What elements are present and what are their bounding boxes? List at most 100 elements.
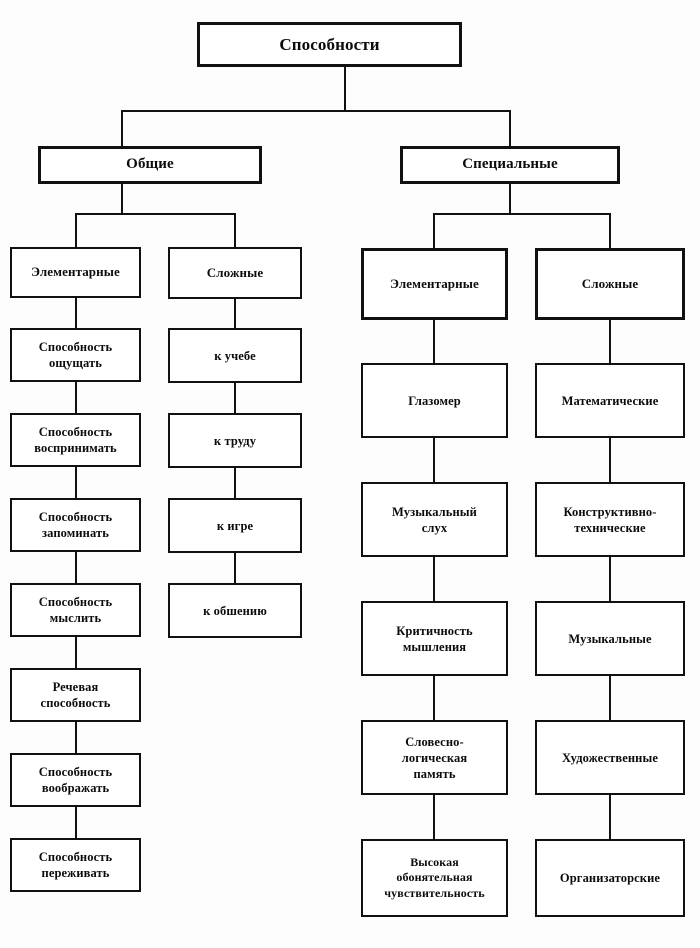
node-obshchie-elementarnye[interactable]: Элементарные (10, 247, 141, 298)
connector-to-obshchie (121, 110, 123, 148)
node-root-sposobnosti[interactable]: Способности (197, 22, 462, 67)
connector-specialnye-to-slozhnye (609, 213, 611, 248)
node-label: Способности (279, 34, 380, 54)
connector-col1-5 (75, 637, 77, 668)
connector-col3-1 (433, 319, 435, 363)
connector-root-stem (344, 66, 346, 111)
connector-obshchie-bus (75, 213, 236, 215)
connector-specialnye-bus (433, 213, 611, 215)
node-label: Специальные (462, 156, 558, 173)
node-col1-item-3[interactable]: Способность запоминать (10, 498, 141, 552)
node-specialnye-slozhnye[interactable]: Сложные (535, 248, 685, 320)
node-label-line1: Способность (38, 595, 113, 609)
node-label-line1: Способность (38, 510, 113, 524)
node-label-line2: способность (40, 696, 111, 710)
node-col4-item-5[interactable]: Организаторские (535, 839, 685, 917)
connector-col2-4 (234, 553, 236, 583)
node-label: Сложные (206, 264, 264, 280)
node-col2-item-2[interactable]: к труду (168, 413, 302, 468)
node-specialnye-elementarnye[interactable]: Элементарные (361, 248, 508, 320)
node-label-line2: логическая (401, 750, 468, 765)
node-label-line1: Способность (38, 765, 113, 779)
node-label: Элементарные (390, 275, 479, 291)
node-col1-item-7[interactable]: Способность переживать (10, 838, 141, 892)
node-label-line2: запоминать (42, 526, 109, 540)
node-label-line2: слух (421, 520, 448, 535)
node-label-line2: обонятельная (396, 870, 473, 885)
node-col1-item-1[interactable]: Способность ощущать (10, 328, 141, 382)
connector-col4-1 (609, 319, 611, 363)
node-col3-item-3[interactable]: Критичность мышления (361, 601, 508, 676)
node-label-line1: Критичность (396, 623, 473, 638)
node-obshchie-slozhnye[interactable]: Сложные (168, 247, 302, 299)
connector-col1-7 (75, 807, 77, 838)
node-col4-item-3[interactable]: Музыкальные (535, 601, 685, 676)
node-specialnye[interactable]: Специальные (400, 146, 620, 184)
connector-col4-3 (609, 557, 611, 601)
node-col1-item-2[interactable]: Способность воспринимать (10, 413, 141, 467)
connector-col1-6 (75, 722, 77, 753)
connector-col3-5 (433, 795, 435, 839)
node-label-line2: технические (574, 520, 646, 535)
connector-col4-5 (609, 795, 611, 839)
node-label-line1: Речевая (52, 680, 99, 694)
node-col4-item-2[interactable]: Конструктивно- технические (535, 482, 685, 557)
node-col4-item-4[interactable]: Художественные (535, 720, 685, 795)
node-label-line1: Глазомер (408, 393, 461, 408)
node-col2-item-1[interactable]: к учебе (168, 328, 302, 383)
connector-obshchie-to-slozhnye (234, 213, 236, 248)
node-label-line1: Музыкальный (392, 504, 477, 519)
node-label: к труду (213, 433, 257, 448)
connector-specialnye-to-elementarnye (433, 213, 435, 248)
node-label-line2: воспринимать (34, 441, 117, 455)
connector-obshchie-to-elementarnye (75, 213, 77, 248)
node-col3-item-1[interactable]: Глазомер (361, 363, 508, 438)
node-label-line1: Музыкальные (568, 631, 652, 646)
node-obshchie[interactable]: Общие (38, 146, 262, 184)
node-label: к игре (216, 518, 254, 533)
node-label-line2: переживать (41, 866, 110, 880)
node-col1-item-6[interactable]: Способность воображать (10, 753, 141, 807)
node-label-line1: Художественные (562, 750, 658, 765)
connector-to-specialnye (509, 110, 511, 148)
node-col2-item-3[interactable]: к игре (168, 498, 302, 553)
node-col3-item-5[interactable]: Высокая обонятельная чувствительность (361, 839, 508, 917)
connector-col3-2 (433, 438, 435, 482)
node-label-line1: Словесно- (405, 734, 464, 749)
node-col1-item-5[interactable]: Речевая способность (10, 668, 141, 722)
node-col1-item-4[interactable]: Способность мыслить (10, 583, 141, 637)
node-label-line1: Способность (38, 340, 113, 354)
node-col3-item-2[interactable]: Музыкальный слух (361, 482, 508, 557)
connector-col2-3 (234, 468, 236, 498)
connector-col4-2 (609, 438, 611, 482)
connector-col2-1 (234, 298, 236, 328)
node-col4-item-1[interactable]: Математические (535, 363, 685, 438)
node-label-line2: мышления (402, 639, 467, 654)
connector-col2-2 (234, 383, 236, 413)
connector-col1-1 (75, 297, 77, 328)
connector-obshchie-stem (121, 183, 123, 214)
node-label: Сложные (581, 275, 639, 291)
connector-col4-4 (609, 676, 611, 720)
connector-col1-4 (75, 552, 77, 583)
node-col3-item-4[interactable]: Словесно- логическая память (361, 720, 508, 795)
node-label-line1: Математические (561, 393, 659, 408)
node-label-line2: мыслить (49, 611, 102, 625)
node-col2-item-4[interactable]: к обшению (168, 583, 302, 638)
connector-root-bus (121, 110, 511, 112)
node-label-line1: Организаторские (559, 871, 661, 885)
node-label: Элементарные (31, 264, 120, 280)
node-label: Общие (126, 156, 174, 173)
node-label-line2: воображать (41, 781, 110, 795)
connector-col3-4 (433, 676, 435, 720)
node-label-line3: чувствительность (384, 885, 485, 900)
node-label-line1: Высокая (410, 854, 459, 869)
node-label: к обшению (203, 603, 267, 618)
node-label-line2: ощущать (49, 356, 102, 370)
node-label-line1: Конструктивно- (563, 504, 657, 519)
connector-col1-3 (75, 467, 77, 498)
connector-col1-2 (75, 382, 77, 413)
connector-specialnye-stem (509, 183, 511, 214)
node-label-line3: память (413, 766, 456, 781)
